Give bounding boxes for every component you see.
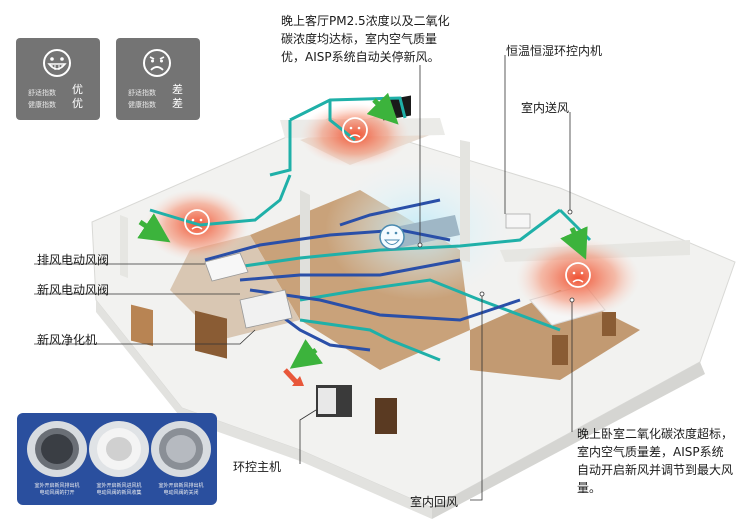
leader-lines	[34, 55, 575, 501]
damper-caption-3-line2: 电动风阀的关闭	[163, 490, 199, 496]
good-comfort-level: 优	[72, 83, 83, 96]
damper-closed-tube	[151, 421, 211, 477]
frown-face-icon	[143, 49, 171, 77]
house-walls	[91, 95, 736, 519]
fresh-damper-label: 新风电动风阀	[37, 283, 110, 297]
exhaust-damper-label: 排风电动风阀	[37, 253, 110, 267]
purifier-label: 新风净化机	[37, 333, 98, 347]
bad-comfort-label: 舒适指数	[128, 89, 156, 97]
damper-caption-3-line1: 室外开启新风排出机	[158, 483, 204, 489]
legend-good-card: 舒适指数 健康指数 优 优	[16, 38, 100, 120]
damper-caption-2-line2: 电动风阀的新风收集	[96, 490, 142, 496]
damper-caption-2-line1: 室外开启新风进风机	[96, 483, 142, 489]
damper-photo-panel: 室外开启新风排出机 电动风阀的打开 室外开启新风进风机 电动风阀的新风收集 室外…	[17, 413, 217, 505]
thermostat-label: 恒温恒湿环控内机	[506, 44, 603, 58]
damper-caption-3: 室外开启新风排出机 电动风阀的关闭	[155, 483, 207, 497]
damper-caption-1-line1: 室外开启新风排出机	[34, 483, 80, 489]
supply-air-label: 室内送风	[521, 101, 570, 115]
living-room-note-line1: 晚上客厅PM2.5浓度以及二氧化	[281, 14, 450, 28]
living-room-note-line2: 碳浓度均达标，室内空气质量	[281, 32, 438, 46]
bad-health-level: 差	[172, 97, 183, 110]
good-health-level: 优	[72, 97, 83, 110]
fresh-air-arrows	[137, 92, 588, 369]
bedroom-frown-icon	[565, 262, 591, 288]
damper-caption-1: 室外开启新风排出机 电动风阀的打开	[31, 483, 83, 497]
bedroom-note: 晚上卧室二氧化碳浓度超标， 室内空气质量差，AISP系统 自动开启新风并调节到最…	[577, 425, 746, 497]
bad-health-label: 健康指数	[128, 101, 156, 109]
damper-caption-1-line2: 电动风阀的打开	[39, 490, 75, 496]
supply-ducts	[149, 96, 592, 362]
legend-bad-card: 舒适指数 健康指数 差 差	[116, 38, 200, 120]
equipment	[204, 213, 531, 417]
master-room-frown-icon	[342, 117, 368, 143]
living-room-note-line3: 优，AISP系统自动关停新风。	[281, 50, 440, 64]
return-air-label: 室内回风	[410, 495, 459, 509]
left-room-frown-icon	[184, 209, 210, 235]
bad-comfort-level: 差	[172, 83, 183, 96]
good-health-label: 健康指数	[28, 101, 56, 109]
bedroom-note-line1: 晚上卧室二氧化碳浓度超标，	[577, 427, 734, 441]
living-room-note: 晚上客厅PM2.5浓度以及二氧化 碳浓度均达标，室内空气质量 优，AISP系统自…	[281, 12, 450, 66]
main-unit-label: 环控主机	[233, 460, 282, 474]
damper-caption-2: 室外开启新风进风机 电动风阀的新风收集	[93, 483, 145, 497]
good-comfort-label: 舒适指数	[28, 89, 56, 97]
damper-open-tube	[27, 421, 87, 477]
return-ducts	[204, 198, 521, 352]
smile-face-icon	[43, 49, 71, 77]
damper-tubes	[27, 421, 211, 477]
bedroom-note-line2: 室内空气质量差，AISP系统	[577, 445, 724, 459]
bedroom-note-line3: 自动开启新风并调节到最大风量。	[577, 463, 734, 495]
damper-collect-tube	[89, 421, 149, 477]
living-room-smile-icon	[379, 224, 405, 250]
